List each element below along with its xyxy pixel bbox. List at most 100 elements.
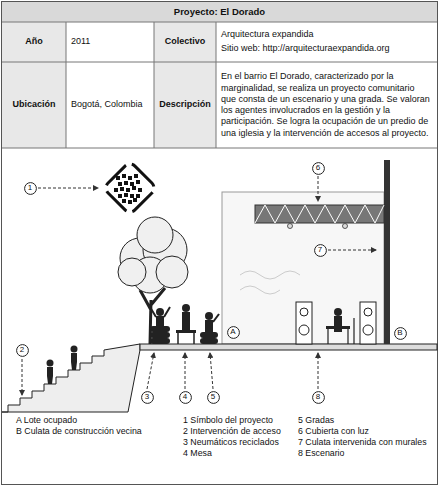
tree	[118, 258, 146, 286]
table-cell-box: Arquitectura expandida	[216, 28, 437, 42]
project-symbol	[114, 188, 118, 192]
leader-line	[328, 250, 376, 251]
callout-ring	[24, 182, 36, 194]
stage-platform	[140, 344, 437, 350]
project-symbol	[128, 176, 132, 180]
key-entry: 8 Escenario	[298, 448, 344, 459]
callout-number: 7	[318, 246, 322, 254]
callout-circle: 6	[312, 162, 325, 175]
seated-people	[156, 316, 164, 326]
stage-equipment	[334, 308, 342, 316]
callout-circle: A	[227, 326, 240, 339]
table-grid	[154, 22, 155, 148]
stage-equipment	[360, 302, 376, 344]
table	[178, 333, 194, 344]
key-entry-box: 8 Escenario	[298, 448, 437, 459]
neighbour-wall	[222, 192, 384, 344]
key-entry: 6 Cubierta con luz	[298, 426, 369, 437]
key-entry-box: 6 Cubierta con luz	[298, 426, 437, 437]
stage-equipment	[326, 326, 350, 329]
table-cell-box: 2011	[66, 22, 154, 62]
project-symbol	[122, 199, 126, 203]
table	[176, 330, 196, 344]
project-symbol	[118, 182, 122, 186]
leader-line	[318, 353, 319, 389]
key-entry-box: 3 Neumáticos reciclados	[183, 437, 297, 448]
project-symbol	[128, 200, 132, 204]
project-symbol	[124, 193, 128, 197]
callout-number: 2	[20, 346, 24, 354]
table-header-cell-box: Colectivo	[154, 22, 216, 62]
recycled-tyres	[200, 338, 218, 344]
callout-ring	[141, 391, 153, 403]
callout-ring	[227, 326, 239, 338]
column	[384, 160, 390, 344]
seated-people	[150, 304, 219, 332]
callout-circle: 1	[24, 182, 37, 195]
project-symbol	[132, 186, 136, 190]
tree	[156, 256, 188, 288]
callout-number: 8	[316, 393, 320, 401]
table-cell-box: Sitio web: http://arquitecturaexpandida.…	[216, 42, 437, 56]
project-symbol	[122, 174, 126, 178]
callout-number: 5	[211, 393, 215, 401]
callout-circle: 8	[312, 391, 325, 404]
seated-people	[205, 312, 213, 320]
stage-equipment	[296, 302, 376, 344]
key-entry-box: 1 Símbolo del proyecto	[183, 415, 297, 426]
project-symbol	[133, 198, 137, 202]
callout-ring	[207, 391, 219, 403]
recycled-tyres	[200, 332, 218, 338]
callout-circle: B	[394, 327, 407, 340]
title-text: Proyecto: El Dorado	[174, 6, 265, 18]
table-grid	[2, 62, 437, 63]
callout-number: 4	[183, 393, 187, 401]
callout-circle: 5	[207, 391, 220, 404]
people-on-steps	[71, 353, 77, 370]
project-symbol	[126, 188, 130, 192]
roof-truss	[288, 224, 293, 229]
recycled-tyres	[150, 332, 170, 338]
leader-line	[22, 359, 23, 395]
people-on-steps	[47, 360, 54, 367]
table-grid	[2, 22, 437, 23]
description-text: En el barrio El Dorado, caracterizado po…	[221, 71, 432, 139]
table-grid	[2, 2, 437, 22]
table-grid	[216, 22, 217, 148]
key-entry-box: A Lote ocupado	[16, 415, 182, 426]
neighbour-wall	[240, 271, 300, 279]
key-entry-box: 5 Gradas	[298, 415, 437, 426]
callout-ring	[394, 327, 406, 339]
seated-people	[156, 308, 164, 316]
project-symbol	[138, 188, 142, 192]
leader-line	[318, 176, 319, 201]
stage-equipment	[300, 308, 308, 316]
table-grid	[66, 22, 67, 148]
stage-equipment	[328, 318, 354, 344]
callout-number: 3	[145, 393, 149, 401]
callout-circle: 4	[179, 391, 192, 404]
table-cell: Sitio web: http://arquitecturaexpandida.…	[221, 43, 390, 54]
table-header-cell: Año	[25, 36, 43, 47]
table-header-cell-box: Ubicación	[2, 62, 66, 148]
key-entry: A Lote ocupado	[16, 415, 77, 426]
table-header-cell-box: Año	[2, 22, 66, 62]
project-symbol	[114, 174, 142, 204]
key-entry: 4 Mesa	[183, 448, 212, 459]
table-cell-box: Bogotá, Colombia	[66, 62, 154, 148]
stage-equipment	[296, 302, 312, 344]
seated-people	[182, 304, 190, 312]
project-symbol	[124, 181, 128, 185]
callout-ring	[179, 391, 191, 403]
key-entry-box: B Culata de construcción vecina	[16, 426, 182, 437]
project-symbol	[103, 161, 157, 215]
tree	[118, 217, 188, 344]
stage-equipment	[299, 325, 309, 335]
leader-line	[22, 176, 376, 395]
stage-equipment	[364, 308, 372, 316]
stage-equipment	[363, 325, 373, 335]
hill-with-steps	[2, 344, 140, 412]
people-on-steps	[71, 346, 78, 353]
project-symbol	[103, 161, 157, 215]
leader-line	[38, 188, 98, 189]
